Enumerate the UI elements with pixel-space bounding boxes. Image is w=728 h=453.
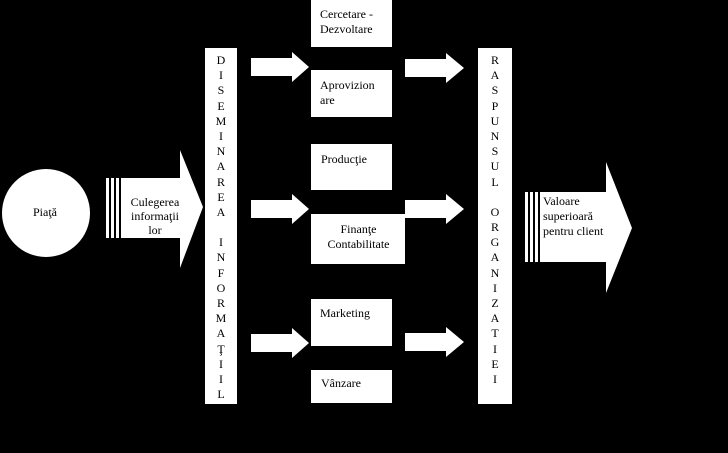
vertical-letter: E <box>217 189 225 204</box>
vertical-letter: A <box>216 204 226 219</box>
finance-box: Finanţe Contabilitate <box>311 214 405 264</box>
collection-label-line: Culegerea <box>130 195 180 209</box>
arrow-finance-response <box>405 194 464 224</box>
vertical-letter: L <box>491 174 499 189</box>
vertical-letter: A <box>216 159 226 174</box>
vertical-letter: O <box>216 280 226 295</box>
value-label-line: pentru client <box>543 224 604 238</box>
vertical-letter: I <box>219 371 223 386</box>
vertical-letter: I <box>219 68 223 83</box>
vertical-letter: S <box>217 83 225 98</box>
vertical-letter: I <box>493 371 497 386</box>
vertical-letter: M <box>215 311 227 326</box>
vertical-letter: E <box>217 98 225 113</box>
vertical-letter: D <box>216 53 226 67</box>
marketing-box: Marketing <box>311 299 392 346</box>
value-label-line: superioară <box>543 209 593 223</box>
vertical-letter: A <box>490 68 500 83</box>
vertical-letter: N <box>490 265 500 280</box>
market-circle <box>2 169 90 257</box>
arrow-procurement-response <box>405 53 464 83</box>
finance-label-line: Contabilitate <box>327 237 390 251</box>
collection-arrow <box>106 150 203 268</box>
vertical-letter: R <box>490 53 499 67</box>
vertical-letter: E <box>491 356 499 371</box>
sales-label: Vânzare <box>321 376 361 390</box>
vertical-letter: I <box>219 128 223 143</box>
vertical-letter: F <box>217 265 225 280</box>
vertical-letter: R <box>490 220 499 235</box>
vertical-letter: A <box>490 250 500 265</box>
vertical-letter: I <box>219 235 223 250</box>
vertical-letter: P <box>491 98 499 113</box>
vertical-letter <box>478 190 512 205</box>
production-label: Producţie <box>321 152 367 166</box>
production-box: Producţie <box>311 144 392 190</box>
finance-label-line: Finanţe <box>340 222 377 236</box>
arrow-dissemination-marketing <box>251 328 309 358</box>
vertical-letter: A <box>490 311 500 326</box>
vertical-letter: R <box>216 174 225 189</box>
vertical-letter: A <box>216 326 226 341</box>
market-label: Piaţă <box>33 205 57 219</box>
vertical-letter: I <box>219 356 223 371</box>
research-box: Cercetare - Dezvoltare <box>311 0 392 47</box>
marketing-label: Marketing <box>320 306 370 320</box>
arrow-dissemination-production <box>251 194 309 224</box>
vertical-letter: U <box>490 113 500 128</box>
procurement-label-line: are <box>320 93 335 107</box>
collection-label-line: informaţii <box>131 209 179 223</box>
arrow-marketing-response <box>405 327 464 357</box>
vertical-letter <box>205 220 237 235</box>
arrow-dissemination-research <box>251 52 309 82</box>
vertical-letter: I <box>493 341 497 356</box>
vertical-letter: I <box>493 280 497 295</box>
procurement-box: Aprovizion are <box>311 70 392 117</box>
vertical-letter: L <box>217 387 225 402</box>
sales-box: Vânzare <box>311 370 392 403</box>
vertical-letter: Z <box>491 296 499 310</box>
procurement-label-line: Aprovizion <box>320 78 375 92</box>
vertical-letter: R <box>216 417 225 432</box>
vertical-letter: R <box>216 296 225 310</box>
vertical-letter: T <box>491 326 499 341</box>
collection-label: Culegerea informaţii lor <box>124 195 186 237</box>
vertical-letter: G <box>490 235 500 250</box>
vertical-letter: N <box>490 128 500 143</box>
collection-label-line: lor <box>148 223 162 237</box>
research-label-line: Cercetare - <box>320 7 373 21</box>
vertical-letter: S <box>491 144 499 159</box>
vertical-letter: M <box>215 113 227 128</box>
vertical-letter: Ţ <box>217 341 225 356</box>
vertical-letter: N <box>216 250 226 265</box>
value-arrow <box>525 162 632 293</box>
vertical-letter: O <box>216 402 226 417</box>
vertical-letter: S <box>491 83 499 98</box>
vertical-letter: U <box>490 159 500 174</box>
value-label: Valoare superioară pentru client <box>543 194 613 239</box>
value-label-line: Valoare <box>543 194 580 208</box>
vertical-letter: N <box>216 144 226 159</box>
vertical-letter: O <box>490 204 500 219</box>
research-label-line: Dezvoltare <box>320 22 373 36</box>
